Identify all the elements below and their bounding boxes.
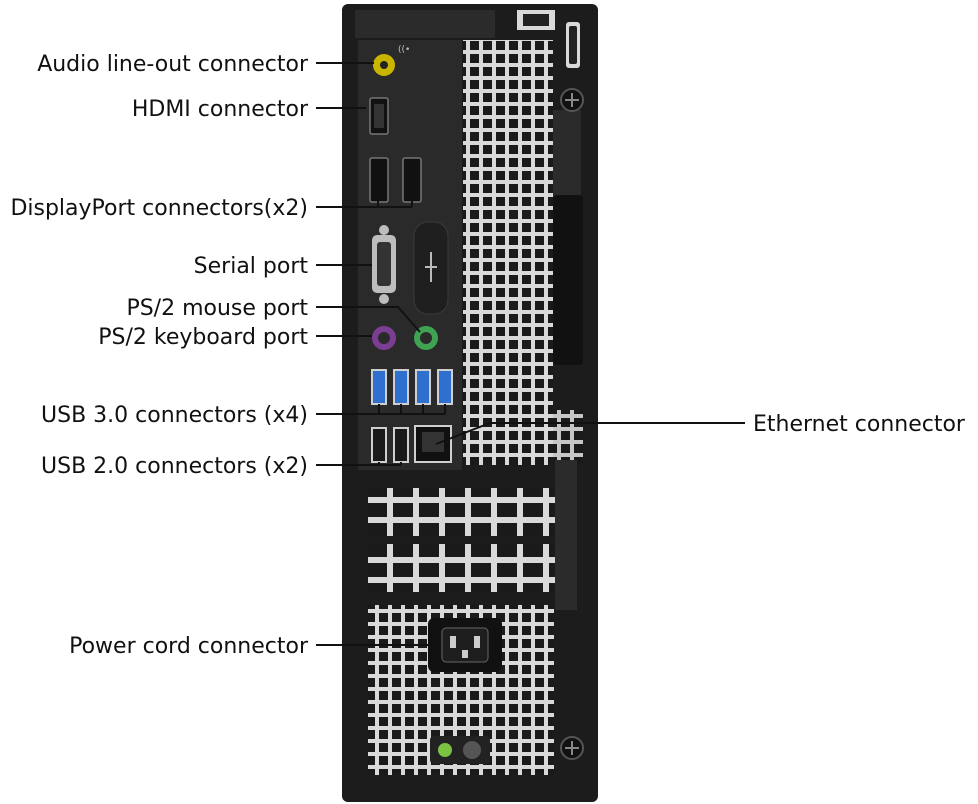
label-hdmi: HDMI connector — [132, 97, 309, 122]
vent-grille-mid — [463, 410, 583, 465]
label-ethernet: Ethernet connector — [753, 412, 966, 437]
label-ps2-keyboard: PS/2 keyboard port — [98, 325, 308, 350]
label-audio: Audio line-out connector — [37, 52, 309, 77]
usb3-port-4 — [437, 369, 453, 405]
expansion-bracket — [555, 460, 577, 610]
expansion-slot-1 — [368, 488, 556, 536]
label-displayport: DisplayPort connectors(x2) — [10, 196, 308, 221]
leader-usb2 — [316, 462, 402, 466]
usb3-port-2 — [393, 369, 409, 405]
chassis-top-notch — [355, 10, 495, 38]
leader-ps2-mouse — [316, 306, 421, 333]
displayport-port-1 — [369, 157, 389, 203]
label-serial: Serial port — [194, 254, 309, 279]
side-handle — [553, 195, 583, 365]
leader-usb3 — [316, 404, 446, 415]
label-usb2: USB 2.0 connectors (x2) — [41, 454, 308, 479]
label-ps2-mouse: PS/2 mouse port — [126, 296, 308, 321]
label-usb3: USB 3.0 connectors (x4) — [41, 403, 308, 428]
expansion-slot-2 — [368, 544, 556, 592]
leader-ethernet — [435, 422, 745, 445]
label-power: Power cord connector — [69, 634, 309, 659]
usb3-port-3 — [415, 369, 431, 405]
vent-grille-side — [553, 110, 581, 198]
svg-text:((•: ((• — [398, 45, 410, 55]
vent-grille-upper — [463, 40, 553, 465]
usb2-port-2 — [393, 427, 409, 463]
displayport-port-2 — [402, 157, 422, 203]
usb2-port-1 — [371, 427, 387, 463]
usb3-port-1 — [371, 369, 387, 405]
leader-displayport — [316, 200, 413, 208]
